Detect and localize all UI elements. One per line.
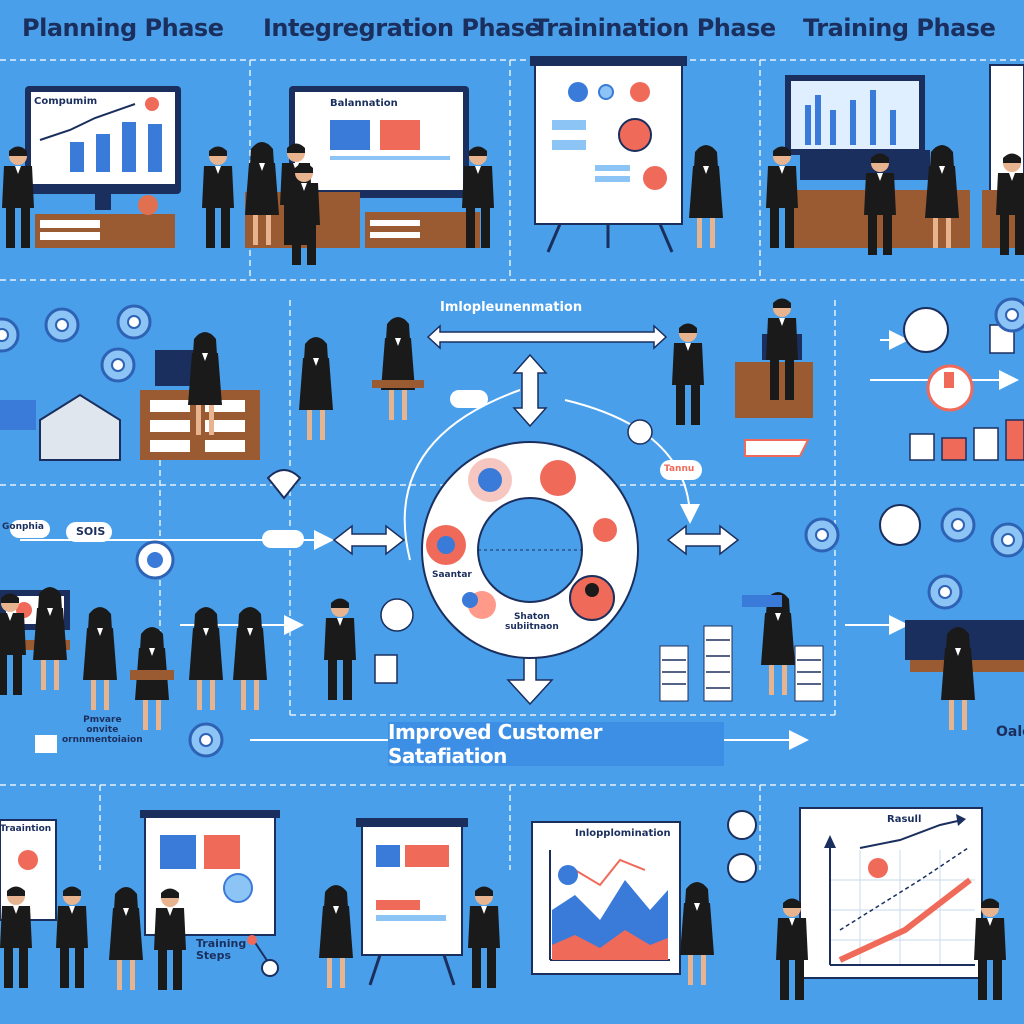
- header-training-phase: Training Phase: [803, 14, 996, 42]
- training-steps-label: Training Steps: [196, 937, 247, 962]
- right-edge-label: Oalo: [996, 724, 1024, 740]
- middle-left-scene: [0, 304, 424, 758]
- implementation-chart-label: Inlopplomination: [575, 828, 671, 839]
- header-integration-phase: Integregration Phase: [263, 14, 541, 42]
- tannu-label: Tannu: [664, 464, 695, 474]
- cloud-left-label: Gonphia: [2, 522, 44, 532]
- bottom-result-scene: [776, 807, 1006, 1000]
- header-trainination-phase: Trainination Phase: [533, 14, 776, 42]
- result-label: Rasull: [887, 814, 922, 825]
- integration-scene: [245, 86, 494, 265]
- improved-customer-satisfaction-text: Improved Customer Satafiation: [388, 720, 602, 768]
- balanation-label: Balannation: [330, 98, 398, 109]
- bottom-chart-scene: [531, 810, 757, 985]
- implementation-label: Imlopleunenmation: [440, 300, 583, 315]
- bottom-left-scene: [0, 810, 280, 990]
- circle-left-label: Saantar: [432, 570, 472, 580]
- trainination-scene: [530, 56, 723, 253]
- planning-scene: [2, 86, 234, 248]
- bottom-middle-scene: [319, 818, 500, 988]
- double-arrows: [332, 324, 740, 706]
- circle-right-label: Shaton subiitnaon: [505, 612, 559, 632]
- improved-customer-satisfaction-banner: Improved Customer Satafiation: [388, 720, 724, 768]
- training-scene: [766, 64, 1024, 255]
- middle-right-scene: [450, 297, 1024, 730]
- computing-label: Compumim: [34, 96, 98, 107]
- central-cycle-ring: [421, 441, 639, 659]
- cloud-sois-label: SOIS: [76, 525, 106, 538]
- bottom-left-note: Pmvare onvite ornnmentoiaion: [62, 715, 143, 745]
- training-board-label: Traaintion: [0, 824, 52, 834]
- header-planning-phase: Planning Phase: [22, 14, 224, 42]
